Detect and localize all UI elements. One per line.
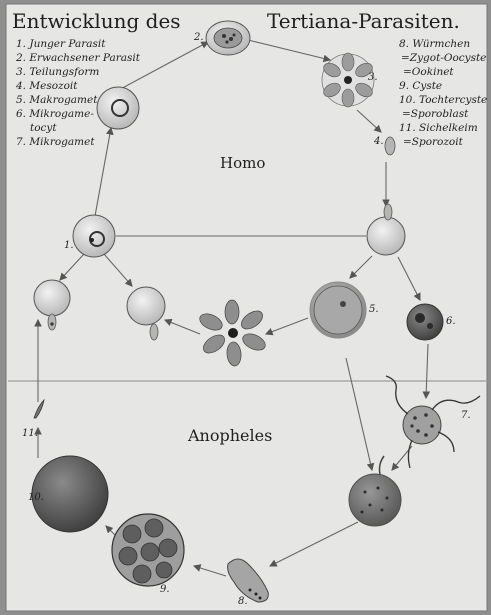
legend-right-item: 11. Sichelkeim [399, 122, 478, 134]
legend-left-item: 5. Makrogamet [16, 94, 98, 106]
stage-number-2: 2. [193, 32, 204, 43]
stage-number-4: 4. [373, 136, 384, 147]
stage-4-merozoite [385, 137, 395, 155]
title-right: Tertiana-Parasiten. [267, 9, 460, 33]
legend-left-item: 6. Mikrogame- [16, 108, 94, 120]
stage-9-cyst [112, 514, 184, 586]
stage-1-young-parasite-top [97, 87, 139, 129]
legend-left-item: 3. Teilungsform [16, 66, 99, 78]
host-label-homo: Homo [220, 154, 265, 172]
legend-right-item: =Zygot-Oocyste [401, 52, 486, 64]
legend-left-item: 2. Erwachsener Parasit [15, 52, 141, 64]
stage-number-3: 3. [368, 72, 378, 83]
legend-left-item: 7. Mikrogamet [16, 136, 95, 148]
legend-right-item: =Ookinet [403, 66, 454, 78]
host-label-anopheles: Anopheles [187, 426, 272, 445]
stage-number-1: 1. [64, 240, 74, 251]
stage-2-adult-parasite [206, 21, 250, 55]
legend-right-item: =Sporozoit [403, 136, 464, 148]
stage-1-young-parasite [73, 215, 115, 257]
stage-number-6: 6. [446, 316, 456, 327]
stage-number-7: 7. [461, 410, 471, 421]
stage-5-macrogamete [310, 282, 366, 338]
legend-right-item: =Sporoblast [402, 108, 469, 120]
legend-left-item: 4. Mesozoit [15, 80, 78, 92]
legend-right-item: 8. Würmchen [399, 38, 470, 50]
stage-number-11: 11. [22, 428, 38, 439]
legend-left-item: 1. Junger Parasit [16, 38, 106, 50]
legend-left-item: tocyt [30, 122, 57, 134]
legend-right-item: 10. Tochtercyste [399, 94, 487, 106]
stage-number-8: 8. [238, 596, 248, 607]
stage-number-9: 9. [160, 584, 170, 595]
legend-right-item: 9. Cyste [399, 80, 442, 92]
title-left: Entwicklung des [12, 9, 181, 33]
stage-6-microgametocyte [407, 304, 443, 340]
stage-number-10: 10. [28, 492, 44, 503]
stage-number-5: 5. [369, 304, 379, 315]
